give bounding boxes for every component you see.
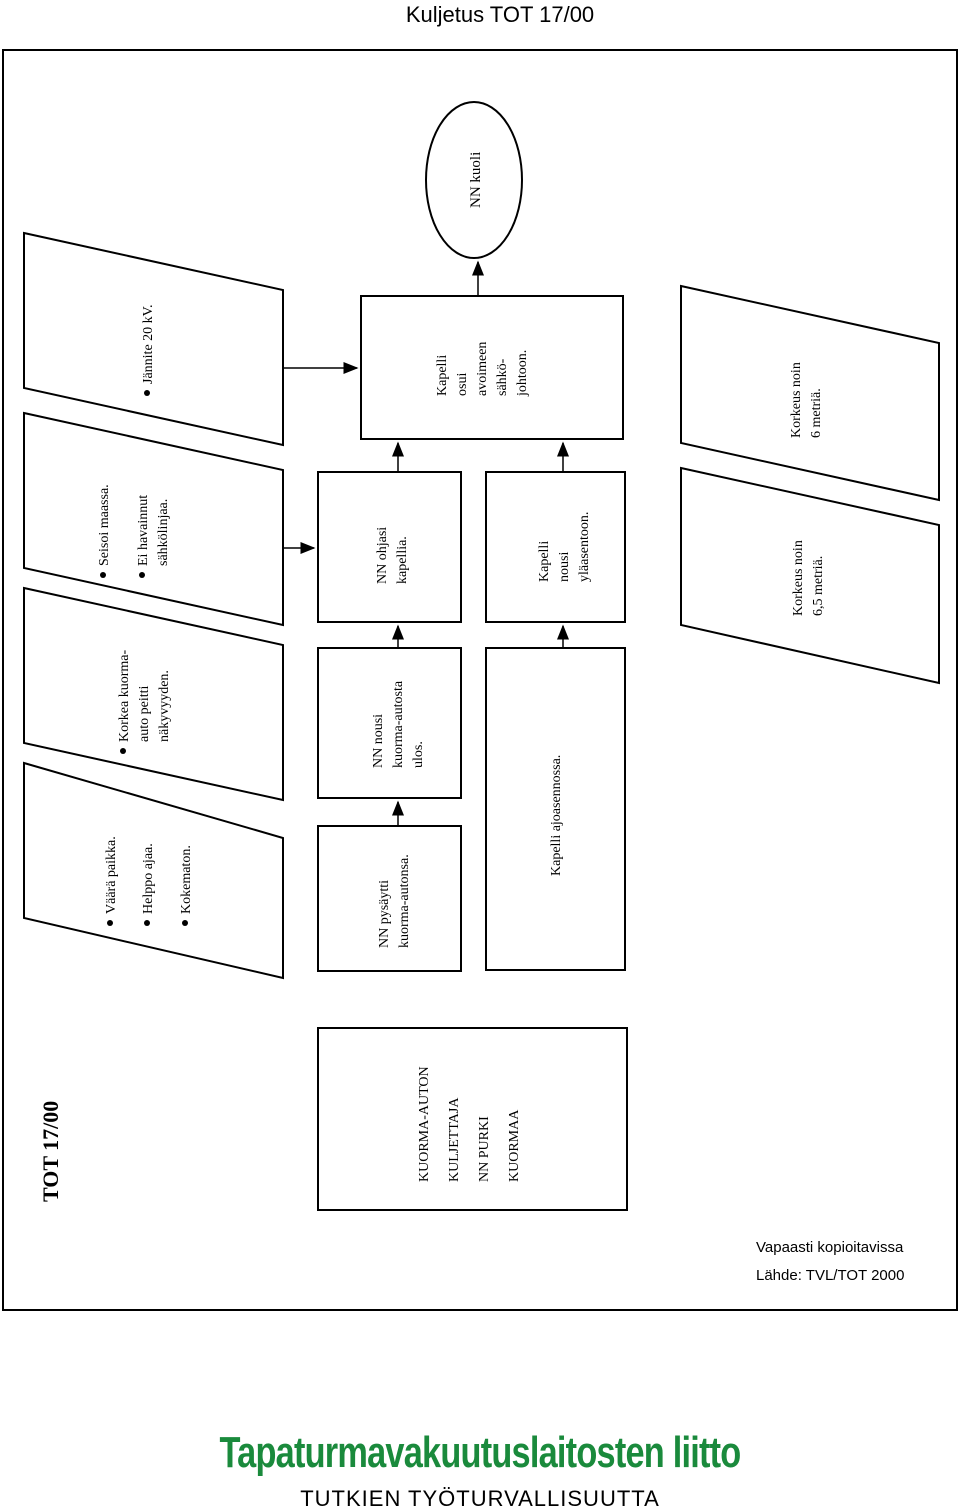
factor-shape-4 xyxy=(23,231,284,447)
event-4-line-4: sähkö- xyxy=(495,358,510,396)
diagram-frame xyxy=(2,49,958,1311)
event-box-4 xyxy=(360,295,624,440)
event-4-line-5: johtoon. xyxy=(515,350,530,397)
event-6-line-2: nousi xyxy=(557,552,572,582)
note-shape-2 xyxy=(680,284,940,502)
case-label: TOT 17/00 xyxy=(38,1101,63,1202)
factor-shape-1 xyxy=(23,761,284,980)
event-box-1 xyxy=(317,825,462,972)
event-4-line-1: Kapelli xyxy=(435,355,450,396)
event-4-line-2: osui xyxy=(455,373,470,396)
event-box-6 xyxy=(485,471,626,623)
factor-shape-3 xyxy=(23,411,284,627)
event-2-line-1: NN nousi xyxy=(371,714,386,768)
factor-2-line-2: auto peitti xyxy=(137,686,152,742)
copy-note: Vapaasti kopioitavissa xyxy=(756,1239,904,1256)
factor-1-item-2: Helppo ajaa. xyxy=(141,843,156,914)
event-box-3 xyxy=(317,471,462,623)
event-1-line-1: NN pysäytti xyxy=(377,880,392,948)
org-slogan: TUTKIEN TYÖTURVALLISUUTTA xyxy=(300,1486,660,1511)
event-3-line-2: kapellia. xyxy=(395,536,410,584)
outcome-ellipse xyxy=(425,101,523,259)
event-1-line-2: kuorma-autonsa. xyxy=(397,854,412,948)
note-1-line-1: Korkeus noin xyxy=(791,540,806,616)
people-line-2: KULJETTAJA xyxy=(447,1097,462,1182)
note-2-line-1: Korkeus noin xyxy=(789,362,804,438)
people-line-3: NN PURKI xyxy=(477,1116,492,1182)
event-6-line-3: yläasentoon. xyxy=(577,512,592,582)
people-line-4: KUORMAA xyxy=(507,1109,522,1182)
event-3-line-1: NN ohjasi xyxy=(375,527,390,584)
people-line-1: KUORMA-AUTON xyxy=(417,1066,432,1182)
event-2-line-3: ulos. xyxy=(411,741,426,768)
event-6-line-1: Kapelli xyxy=(537,541,552,582)
event-5-line-1: Kapelli ajoasennossa. xyxy=(549,755,564,876)
factor-2-line-1: Korkea kuorma- xyxy=(117,650,132,742)
org-name: Tapaturmavakuutuslaitosten liitto xyxy=(219,1428,742,1477)
event-4-line-3: avoimeen xyxy=(475,342,490,396)
note-2-line-2: 6 metriä. xyxy=(809,388,824,438)
factor-1-item-3: Kokematon. xyxy=(179,845,194,914)
factor-shape-2 xyxy=(23,586,284,802)
source-note: Lähde: TVL/TOT 2000 xyxy=(756,1267,904,1284)
note-1-line-2: 6,5 metriä. xyxy=(811,556,826,616)
factor-3-item-1: Seisoi maassa. xyxy=(97,484,112,566)
page-title: Kuljetus TOT 17/00 xyxy=(405,2,595,27)
factor-4-item-1: Jännite 20 kV. xyxy=(141,305,156,384)
event-2-line-2: kuorma-autosta xyxy=(391,680,406,768)
factor-3-item-2-line-1: Ei havainnut xyxy=(136,495,151,566)
event-box-2 xyxy=(317,647,462,799)
outcome-label: NN kuoli xyxy=(468,152,484,208)
note-shape-1 xyxy=(680,466,940,685)
event-box-5 xyxy=(485,647,626,971)
people-box xyxy=(317,1027,628,1211)
factor-1-item-1: Väärä paikka. xyxy=(104,836,119,914)
factor-2-line-3: näkyvyyden. xyxy=(157,670,172,742)
factor-3-item-2-line-2: sähkölinjaa. xyxy=(156,499,171,566)
